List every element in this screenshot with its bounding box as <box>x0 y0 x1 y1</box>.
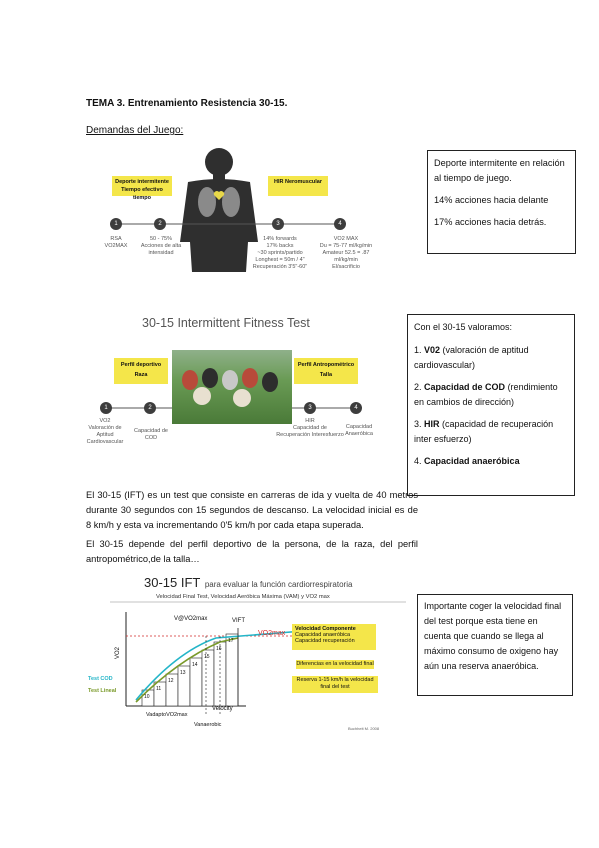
figure3-title-small: para evaluar la función cardiorrespirato… <box>204 580 353 589</box>
stage-number: 17 <box>228 638 234 644</box>
page-title: TEMA 3. Entrenamiento Resistencia 30-15. <box>86 98 288 109</box>
step-label: Capacidad de COD <box>134 428 168 441</box>
step-marker: 2 <box>154 218 166 230</box>
vo2max-label: VO2max <box>258 630 286 637</box>
step-marker: 4 <box>350 402 362 414</box>
list-item: 2. Capacidad de COD (rendimiento en camb… <box>414 380 568 410</box>
velocity-component-line: Capacidad anaeróbica <box>295 632 351 638</box>
stage-number: 13 <box>180 670 186 676</box>
figure3-footer: Buchheit M. 2008 <box>348 726 380 731</box>
velocity-component-line: Capacidad recuperación <box>295 638 355 644</box>
step-label: HIR Capacidad de Recuperación Interesfue… <box>276 418 344 438</box>
velocity-component-title: Velocidad Componente <box>295 626 356 632</box>
final-velocity-diff-box: Diferencias en la velocidad final <box>296 660 374 669</box>
paragraph-ift-dependence: El 30-15 depende del perfil deportivo de… <box>86 539 418 564</box>
note-line: 17% acciones hacia detrás. <box>434 217 547 227</box>
note-box-valoramos: Con el 30-15 valoramos: 1. V02 (valoraci… <box>407 314 575 496</box>
section-subtitle: Demandas del Juego: <box>86 125 184 136</box>
velocity-component-box: Velocidad Componente Capacidad anaeróbic… <box>292 624 376 650</box>
item-rest: (capacidad de recuperación inter esfuerz… <box>414 419 554 444</box>
figure3-title-big: 30-15 IFT <box>144 575 201 590</box>
anthropometric-profile-box: Perfil Antropométrico Talla <box>294 358 358 384</box>
reserve-box: Reserva 1-15 km/h la velocidad final del… <box>292 676 378 693</box>
step-marker: 3 <box>272 218 284 230</box>
body-silhouette-figure <box>116 148 343 272</box>
note-text: Importante coger la velocidad final del … <box>424 601 562 671</box>
stage-numbers: 10 11 12 13 14 15 16 17 <box>142 572 242 706</box>
v-vo2max-bottom-label: VadaptoVO2max <box>146 712 188 718</box>
step-label: 14% forwards 17% backs ~30 sprints/parti… <box>252 236 308 270</box>
y-axis-label: VO2 <box>115 646 122 660</box>
step-marker: 2 <box>144 402 156 414</box>
note-box-intermittent: Deporte intermitente en relación al tiem… <box>427 150 576 254</box>
stage-number: 10 <box>144 694 150 700</box>
v-anaerobic-label: Vanaerobic <box>194 722 222 728</box>
stage-number: 12 <box>168 678 174 684</box>
legend-test-cod: Test COD <box>88 676 113 682</box>
paragraph-ift-description: El 30-15 (IFT) es un test que consiste e… <box>86 490 418 530</box>
sport-profile-title: Perfil deportivo <box>120 362 162 368</box>
figure-title: 30-15 Intermittent Fitness Test <box>142 316 310 330</box>
vo2-chart-svg <box>110 601 406 714</box>
item-rest: (rendimiento en cambios de dirección) <box>414 382 558 407</box>
step-label: RSA VO2MAX <box>104 236 128 249</box>
anthropometric-title: Perfil Antropométrico <box>297 362 355 368</box>
step-marker: 4 <box>334 218 346 230</box>
list-item: 1. V02 (valoración de aptitud cardiovasc… <box>414 343 568 373</box>
figure3-subtitle: Velocidad Final Test, Velocidad Aeróbica… <box>156 594 330 600</box>
sport-profile-sub: Raza <box>134 372 148 378</box>
figure-game-demands: Deporte intermitente Tiempo efectivo tie… <box>98 142 378 282</box>
stage-number: 16 <box>216 646 222 652</box>
figure-30-15-ift: 30-15 Intermittent Fitness Test Perfil d… <box>87 312 378 445</box>
hir-neuromuscular-box: HIR Neromuscular <box>268 176 328 196</box>
item-num: 1. <box>414 345 422 355</box>
figure3-title: 30-15 IFT para evaluar la función cardio… <box>144 574 352 592</box>
item-bold: V02 <box>424 345 441 355</box>
step-label: 50 - 75% Acciones de alta intensidad <box>140 236 182 256</box>
vift-label: VIFT <box>232 618 245 624</box>
item-bold: HIR <box>424 419 440 429</box>
step-label: VO2 MAX Du = 75-77 ml/kg/min Amateur 52.… <box>319 236 373 270</box>
note-box-final-velocity: Importante coger la velocidad final del … <box>417 594 573 696</box>
step-label: Capacidad Anaeróbica <box>345 424 373 437</box>
step-marker: 3 <box>304 402 316 414</box>
stage-number: 15 <box>204 654 210 660</box>
item-num: 3. <box>414 419 422 429</box>
anthropometric-sub: Talla <box>319 372 333 378</box>
list-item: 4. Capacidad anaeróbica <box>414 454 568 469</box>
note-line: 14% acciones hacia delante <box>434 195 549 205</box>
note-line: Deporte intermitente en relación al tiem… <box>434 158 565 183</box>
stage-number: 14 <box>192 662 198 668</box>
figure-vo2-velocity: 30-15 IFT para evaluar la función cardio… <box>86 572 406 732</box>
item-rest: (valoración de aptitud cardiovascular) <box>414 345 529 370</box>
athletes-photo <box>172 350 292 424</box>
x-axis-label: Velocity <box>212 706 233 712</box>
stage-number: 11 <box>156 686 162 692</box>
list-item: 3. HIR (capacidad de recuperación inter … <box>414 417 568 447</box>
item-num: 2. <box>414 382 422 392</box>
item-num: 4. <box>414 456 422 466</box>
step-marker: 1 <box>110 218 122 230</box>
box-intro: Con el 30-15 valoramos: <box>414 322 513 332</box>
intermittent-sport-box: Deporte intermitente Tiempo efectivo tie… <box>112 176 172 201</box>
step-label: VO2 Valoración de Aptitud Cardiovascular <box>86 418 124 445</box>
sport-profile-box: Perfil deportivo Raza <box>114 358 168 384</box>
step-marker: 1 <box>100 402 112 414</box>
timeline-axis <box>106 407 358 409</box>
item-bold: Capacidad de COD <box>424 382 506 392</box>
legend-test-lineal: Test Lineal <box>88 688 117 694</box>
v-at-vo2max-label: V@VO2max <box>174 616 208 622</box>
item-bold: Capacidad anaeróbica <box>424 456 520 466</box>
